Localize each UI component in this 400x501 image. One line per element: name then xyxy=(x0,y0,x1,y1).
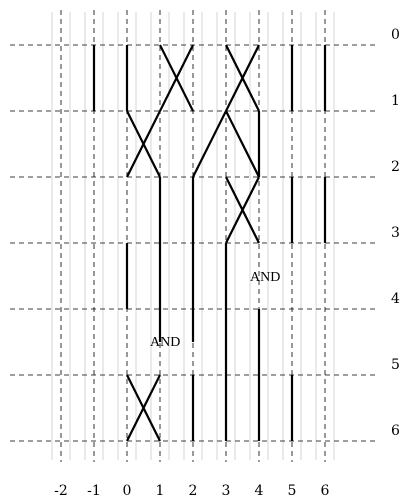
y-axis-label: 2 xyxy=(391,159,400,175)
wire-segment xyxy=(159,44,194,112)
wire-segment xyxy=(225,110,260,178)
wire-segment xyxy=(126,374,161,442)
y-axis-label: 4 xyxy=(391,291,400,307)
faint-guides xyxy=(51,12,335,460)
y-axis-label: 3 xyxy=(391,225,400,241)
x-axis-label: 4 xyxy=(255,483,264,499)
x-axis-label: 6 xyxy=(321,483,330,499)
y-axis-label: 0 xyxy=(391,27,400,43)
wire-segment xyxy=(225,44,260,112)
wire-segment xyxy=(126,110,161,178)
x-axis-label: 0 xyxy=(123,483,132,499)
wire-segment xyxy=(225,176,260,244)
y-axis-labels: 0 1 2 3 4 5 6 xyxy=(391,27,400,439)
x-axis-label: 5 xyxy=(288,483,297,499)
y-axis-label: 5 xyxy=(391,357,400,373)
x-axis-label: -2 xyxy=(54,483,68,499)
x-axis-label: -1 xyxy=(87,483,101,499)
gate-label-and-lower: AND xyxy=(150,335,180,350)
y-axis-label: 1 xyxy=(391,93,400,109)
x-axis-labels: -2 -1 0 1 2 3 4 5 6 xyxy=(54,483,329,499)
wire-segment xyxy=(192,110,227,178)
x-axis-label: 2 xyxy=(189,483,198,499)
x-axis-label: 3 xyxy=(222,483,231,499)
gate-label-and-upper: AND xyxy=(250,270,280,285)
y-axis-label: 6 xyxy=(391,423,400,439)
x-axis-label: 1 xyxy=(156,483,165,499)
wires xyxy=(92,44,327,442)
